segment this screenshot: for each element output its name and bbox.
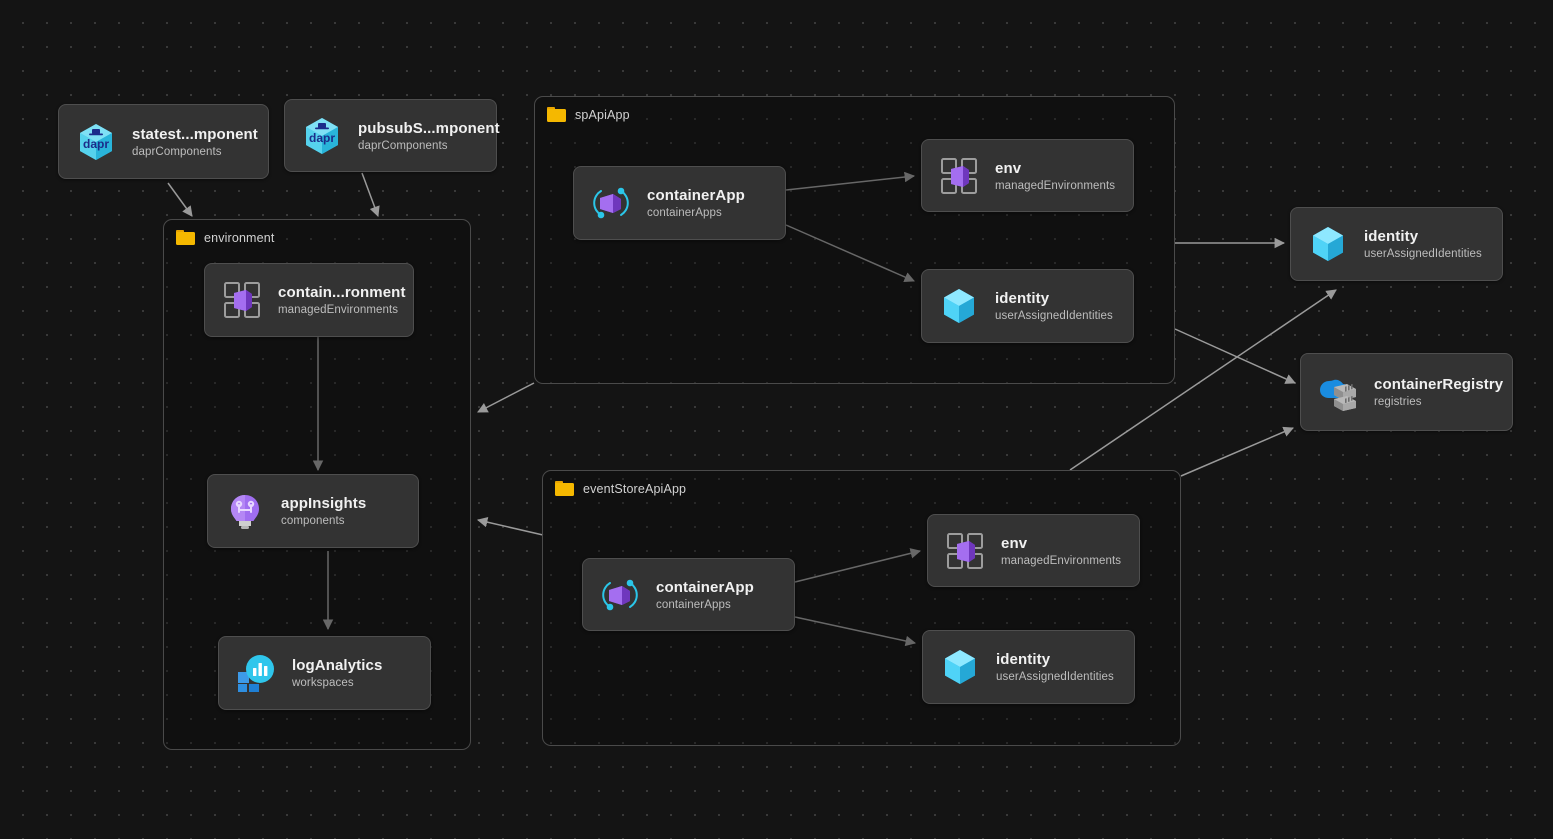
group-header: spApiApp [547,107,630,122]
node-title: containerApp [647,187,745,204]
node-esapi-container-app[interactable]: containerApp containerApps [582,558,795,631]
edge-statestore-to-environment [167,182,193,217]
folder-icon [555,481,574,496]
group-label: eventStoreApiApp [583,481,687,496]
node-log-analytics[interactable]: logAnalytics workspaces [218,636,431,710]
identity-icon [1307,223,1349,265]
node-title: env [995,159,1022,177]
edge-eventstoreapp-to-appinsights [476,517,544,536]
node-title: identity [995,290,1050,307]
node-subtitle: userAssignedIdentities [995,310,1113,322]
node-title: identity [1364,228,1419,245]
container-registry-icon [1317,371,1359,413]
group-label: spApiApp [575,107,630,122]
node-subtitle: userAssignedIdentities [996,671,1114,683]
node-title: identity [996,651,1051,668]
dapr-icon: dapr [75,121,117,163]
node-subtitle: managedEnvironments [995,179,1116,192]
identity-icon [939,646,981,688]
edge-eventstoreapp-to-registry [1180,426,1294,477]
group-header: environment [176,230,274,245]
edge-spapiapp-to-environment [477,382,535,413]
node-title: logAnalytics [292,657,383,674]
identity-icon [938,285,980,327]
managed-environment-icon [221,279,263,321]
node-subtitle: daprComponents [132,145,222,158]
node-subtitle: managedEnvironments [278,304,399,316]
node-spapi-identity[interactable]: identity userAssignedIdentities [921,269,1134,343]
managed-environment-icon [938,155,980,197]
container-app-icon [599,574,641,616]
log-analytics-icon [235,652,277,694]
node-title: env [1001,534,1028,552]
folder-icon [176,230,195,245]
group-header: eventStoreApiApp [555,481,686,496]
node-esapi-identity[interactable]: identity userAssignedIdentities [922,630,1135,704]
dapr-icon: dapr [301,115,343,157]
node-subtitle: managedEnvironments [1001,554,1122,567]
node-subtitle: userAssignedIdentities [1364,248,1482,260]
node-subtitle: registries [1374,396,1422,408]
managed-environment-icon [944,530,986,572]
edge-pubsub-to-environment [361,172,380,217]
svg-text:dapr: dapr [83,137,109,151]
container-app-icon [590,182,632,224]
svg-text:dapr: dapr [309,131,335,145]
node-title: appInsights [281,495,367,512]
node-subtitle: workspaces [292,677,354,689]
node-subtitle: containerApps [656,598,731,611]
edge-spapiapp-to-registry [1174,328,1296,384]
node-title: pubsubS...mponent [358,119,500,137]
node-subtitle: daprComponents [358,139,448,152]
node-esapi-env[interactable]: env managedEnvironments [927,514,1140,587]
node-title: containerRegistry [1374,376,1504,393]
node-spapi-env[interactable]: env managedEnvironments [921,139,1134,212]
node-spapi-container-app[interactable]: containerApp containerApps [573,166,786,240]
app-insights-icon [224,490,266,532]
node-app-insights[interactable]: appInsights components [207,474,419,548]
node-shared-identity[interactable]: identity userAssignedIdentities [1290,207,1503,281]
node-container-registry[interactable]: containerRegistry registries [1300,353,1513,431]
node-subtitle: containerApps [647,207,722,219]
node-statestore-component[interactable]: dapr statest...mponent daprComponents [58,104,269,179]
folder-icon [547,107,566,122]
node-title: contain...ronment [278,284,406,301]
node-title: statest...mponent [132,125,258,143]
node-subtitle: components [281,515,345,527]
node-pubsub-component[interactable]: dapr pubsubS...mponent daprComponents [284,99,500,172]
node-container-environment[interactable]: contain...ronment managedEnvironments [204,263,414,337]
node-title: containerApp [656,578,754,596]
group-label: environment [204,230,275,245]
